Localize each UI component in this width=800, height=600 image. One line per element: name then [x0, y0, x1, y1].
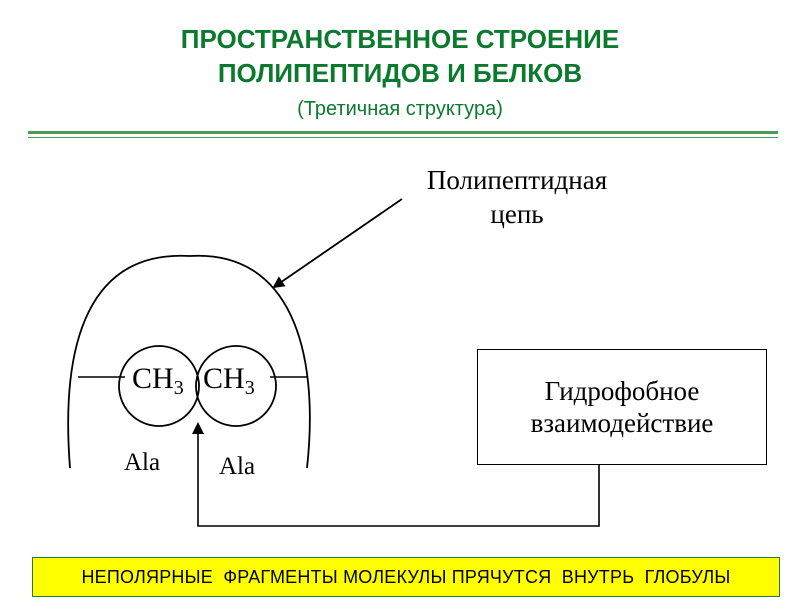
page-title-line2: ПОЛИПЕПТИДОВ И БЕЛКОВ	[217, 58, 583, 88]
interaction-connector-arrow	[192, 422, 600, 527]
ch3-group-left: CH3	[132, 362, 184, 400]
conclusion-banner-text: НЕПОЛЯРНЫЕ ФРАГМЕНТЫ МОЛЕКУЛЫ ПРЯЧУТСЯ В…	[81, 566, 731, 587]
ch3-left-base: CH	[132, 362, 174, 395]
chain-pointer-arrow	[272, 198, 403, 289]
title-divider-thin	[28, 137, 778, 138]
polypeptide-chain-label: Полипептидная цепь	[398, 163, 636, 231]
ch3-left-subscript: 3	[173, 377, 184, 399]
page-title-line1: ПРОСТРАНСТВЕННОЕ СТРОЕНИЕ	[180, 24, 620, 54]
ch3-circle-right	[195, 345, 277, 427]
chain-label-line2: цепь	[490, 199, 544, 229]
hydrophobic-interaction-box: Гидрофобное взаимодействие	[477, 349, 767, 465]
title-divider	[28, 131, 778, 134]
polypeptide-chain-loop	[67, 254, 311, 469]
ch3-right-subscript: 3	[244, 377, 255, 399]
ch3-circle-left	[118, 345, 200, 427]
residue-label-right: Ala	[219, 453, 256, 480]
interaction-label-line2: взаимодействие	[530, 408, 714, 438]
conclusion-banner: НЕПОЛЯРНЫЕ ФРАГМЕНТЫ МОЛЕКУЛЫ ПРЯЧУТСЯ В…	[32, 557, 780, 597]
chain-label-line1: Полипептидная	[426, 165, 608, 195]
ch3-group-right: CH3	[203, 362, 255, 400]
page-subtitle: (Третичная структура)	[297, 98, 503, 120]
ch3-right-base: CH	[203, 362, 245, 395]
interaction-label-line1: Гидрофобное	[544, 376, 700, 406]
residue-label-left: Ala	[124, 449, 161, 476]
